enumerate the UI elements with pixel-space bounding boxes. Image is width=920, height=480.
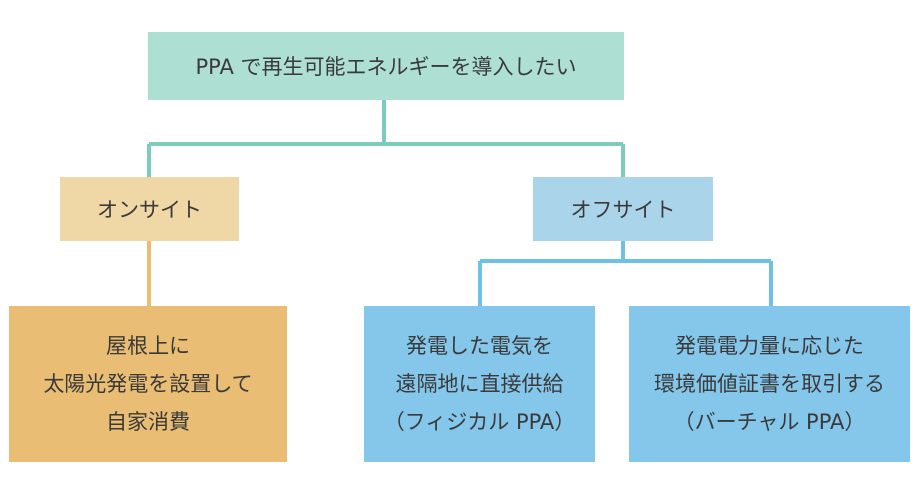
onsite-leaf-line-3: 自家消費 bbox=[106, 410, 190, 434]
virtual-ppa-line-2: 環境価値証書を取引する bbox=[654, 372, 885, 396]
offsite-node-label: オフサイト bbox=[570, 198, 676, 222]
root-node: PPA で再生可能エネルギーを導入したい bbox=[148, 32, 624, 100]
virtual-ppa-line-3: （バーチャル PPA） bbox=[673, 410, 866, 434]
onsite-leaf-line-1: 屋根上に bbox=[106, 334, 190, 358]
physical-ppa-line-1: 発電した電気を bbox=[406, 334, 553, 358]
physical-ppa-line-2: 遠隔地に直接供給 bbox=[395, 372, 564, 396]
physical-ppa-line-3: （フィジカル PPA） bbox=[383, 410, 576, 434]
onsite-leaf-line-2: 太陽光発電を設置して bbox=[43, 372, 253, 396]
onsite-leaf-node: 屋根上に 太陽光発電を設置して 自家消費 bbox=[9, 306, 287, 462]
onsite-node-label: オンサイト bbox=[97, 198, 202, 222]
onsite-node: オンサイト bbox=[60, 177, 239, 241]
virtual-ppa-line-1: 発電電力量に応じた bbox=[675, 334, 864, 358]
offsite-node: オフサイト bbox=[533, 177, 713, 241]
physical-ppa-node: 発電した電気を 遠隔地に直接供給 （フィジカル PPA） bbox=[364, 306, 595, 462]
root-node-label: PPA で再生可能エネルギーを導入したい bbox=[195, 55, 577, 79]
virtual-ppa-node: 発電電力量に応じた 環境価値証書を取引する （バーチャル PPA） bbox=[629, 306, 910, 462]
